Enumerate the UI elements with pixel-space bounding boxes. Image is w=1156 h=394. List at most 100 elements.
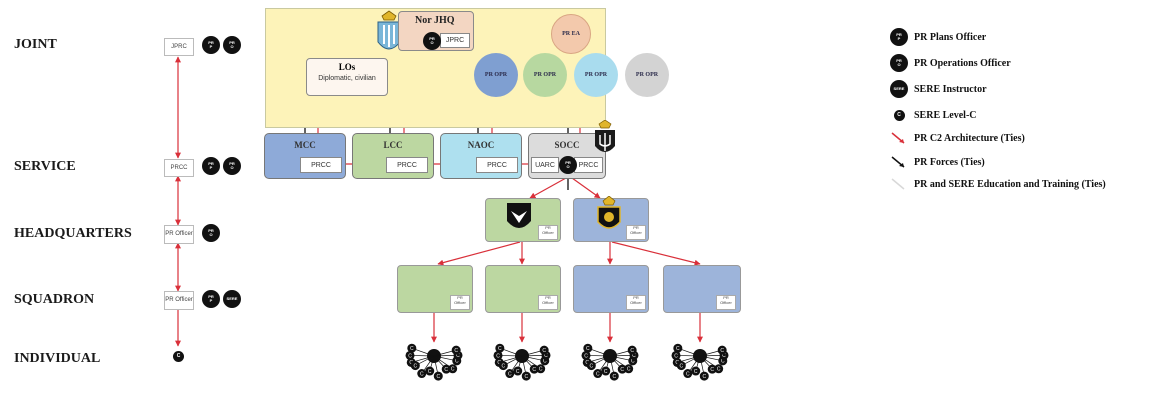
level-squadron: SQUADRON <box>14 292 95 307</box>
sere-level-c-node <box>581 350 591 360</box>
sere-level-c-node-label: C <box>702 374 706 380</box>
red-arrow-icon <box>891 132 905 144</box>
pr-ea-circle: PR EA <box>551 14 591 54</box>
sere-level-c-node-label: C <box>632 353 636 359</box>
sere-level-c-node <box>529 364 539 374</box>
sere-level-c-node-label: C <box>409 360 413 366</box>
socc-crest-icon <box>595 120 615 152</box>
sere-level-c-node <box>433 371 443 381</box>
legend-item-pr-sere-training: PR and SERE Education and Training (Ties… <box>890 175 1106 193</box>
sere-level-c-node-label: C <box>612 374 616 380</box>
sere-level-c-node <box>601 366 611 376</box>
sere-level-c-node <box>417 369 427 379</box>
level-service: SERVICE <box>14 159 76 174</box>
sere-level-c-node <box>699 371 709 381</box>
sere-level-c-node-label: C <box>722 353 726 359</box>
sere-level-c-node-label: C <box>620 367 624 373</box>
sere-level-c-node-label: C <box>410 346 414 352</box>
sere-level-c-node <box>583 343 593 353</box>
sere-level-c-node-label: C <box>498 346 502 352</box>
mcc-title: MCC <box>294 140 316 150</box>
legend-item-sere-instructor: SERE SERE Instructor <box>890 80 987 98</box>
legend-label: PR Forces (Ties) <box>914 156 985 168</box>
sere-level-c-node <box>683 369 693 379</box>
sere-level-c-node-label: C <box>721 359 725 365</box>
wing-blue-pr-officer: PR Officer <box>626 225 646 240</box>
sere-level-c-node-label: C <box>454 348 458 354</box>
jprc-cell: JPRC <box>440 33 470 48</box>
sere-level-c-node-label: C <box>508 371 512 377</box>
socc-uarc-cell: UARC <box>531 157 559 173</box>
sere-level-c-node <box>407 343 417 353</box>
squadron-3-pr-officer: PR Officer <box>626 295 646 310</box>
sere-level-c-node-label: C <box>543 359 547 365</box>
mcc-prcc-cell: PRCC <box>300 157 342 173</box>
sere-level-c-node-label: C <box>686 371 690 377</box>
sere-level-c-node-label: C <box>631 359 635 365</box>
grey-line-icon <box>891 178 905 190</box>
los-title: LOs <box>338 62 356 72</box>
sere-level-c-node-label: C <box>585 360 589 366</box>
sere-level-c-node-label: C <box>675 360 679 366</box>
sere-level-c-node <box>451 345 461 355</box>
wing-crest-icon <box>507 203 531 228</box>
wing-green-pr-officer: PR Officer <box>538 225 558 240</box>
naoc-title: NAOC <box>467 140 495 150</box>
sere-level-c-node-label: C <box>717 367 721 373</box>
sere-level-c-node-label: C <box>680 363 684 369</box>
jprc-box: JPRC <box>164 38 194 56</box>
sere-level-c-node-label: C <box>586 346 590 352</box>
prcc-box: PRCC <box>164 159 194 177</box>
sere-level-c-node <box>717 345 727 355</box>
sere-level-c-node <box>586 361 596 371</box>
sere-level-c-node-label: C <box>414 363 418 369</box>
black-arrow-icon <box>891 156 905 168</box>
lcc-title: LCC <box>383 140 403 150</box>
sere-level-c-node-label: C <box>584 353 588 359</box>
legend-item-sere-level-c: C SERE Level-C <box>890 106 977 124</box>
sere-level-c-node <box>493 350 503 360</box>
lcc-prcc-cell: PRCC <box>386 157 428 173</box>
sere-level-c-node <box>624 364 634 374</box>
sere-level-c-node <box>617 364 627 374</box>
sere-level-c-node <box>676 361 686 371</box>
sere-level-c-node <box>539 345 549 355</box>
sere-level-c-node <box>441 364 451 374</box>
sere-level-c-node-label: C <box>428 369 432 375</box>
sere-level-c-node <box>691 366 701 376</box>
squadron-4-pr-officer: PR Officer <box>716 295 736 310</box>
sere-level-c-node <box>536 364 546 374</box>
level-joint: JOINT <box>14 37 57 52</box>
sere-level-c-node-label: C <box>694 369 698 375</box>
legend-label: PR C2 Architecture (Ties) <box>914 132 1025 144</box>
pr-opr-circle-grey: PR OPR <box>625 53 669 97</box>
level-headquarters: HEADQUARTERS <box>14 226 132 241</box>
sere-level-c-node <box>513 366 523 376</box>
sere-level-c-node <box>707 364 717 374</box>
sere-level-c-node-label: C <box>532 367 536 373</box>
sere-level-c-node-label: C <box>627 367 631 373</box>
sere-level-c-node-label: C <box>596 371 600 377</box>
sere-level-c-node-label: C <box>444 367 448 373</box>
sere-level-c-node-label: C <box>420 371 424 377</box>
level-individual: INDIVIDUAL <box>14 351 101 366</box>
sere-level-c-node <box>498 361 508 371</box>
sere-instructor-badge: SERE <box>223 290 241 308</box>
sere-level-c-node-label: C <box>524 374 528 380</box>
los-subtitle: Diplomatic, civilian <box>318 75 376 82</box>
sere-level-c-node <box>448 364 458 374</box>
hq-pr-officer-box: PR Officer <box>164 225 194 244</box>
legend-item-pr-forces: PR Forces (Ties) <box>890 153 985 171</box>
squadron-box-4 <box>663 265 741 313</box>
legend-item-pr-c2-architecture: PR C2 Architecture (Ties) <box>890 129 1025 147</box>
legend-label: SERE Instructor <box>914 83 987 95</box>
pr-opr-circle-green: PR OPR <box>523 53 567 97</box>
